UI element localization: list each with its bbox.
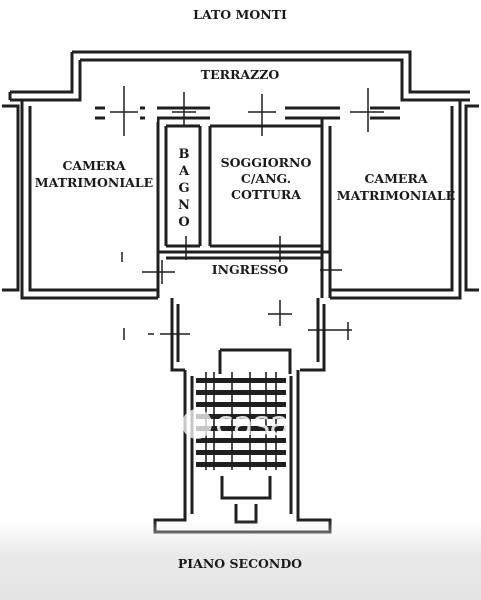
room-label-bedroom-left-line1: CAMERA xyxy=(62,158,126,173)
bottom-fade xyxy=(0,520,481,600)
exterior-walls xyxy=(2,50,479,300)
watermark-logo-icon xyxy=(182,409,212,439)
room-label-bathroom: B A G N O xyxy=(176,146,192,231)
room-label-bathroom-char: A xyxy=(178,164,190,179)
room-label-bedroom-left-line2: MATRIMONIALE xyxy=(34,175,154,190)
room-label-living-line1: SOGGIORNO xyxy=(220,155,312,170)
floor-label: PIANO SECONDO xyxy=(177,556,303,571)
room-label-bedroom-right-line1: CAMERA xyxy=(364,171,428,186)
room-label-bedroom-right: CAMERA MATRIMONIALE xyxy=(330,170,462,204)
orientation-label: LATO MONTI xyxy=(193,7,287,22)
watermark: casa.it xyxy=(182,404,321,444)
room-label-bathroom-char: O xyxy=(178,215,190,230)
room-label-entrance: INGRESSO xyxy=(211,262,289,277)
staircase xyxy=(196,372,286,470)
room-label-bathroom-char: N xyxy=(178,198,190,213)
room-label-bedroom-left: CAMERA MATRIMONIALE xyxy=(28,157,160,191)
openings xyxy=(105,104,370,122)
room-label-terrace: TERRAZZO xyxy=(200,67,280,82)
room-label-bathroom-char: B xyxy=(178,147,190,162)
watermark-text: casa.it xyxy=(215,404,321,444)
room-label-bedroom-right-line2: MATRIMONIALE xyxy=(336,188,456,203)
room-label-living-line3: COTTURA xyxy=(231,187,301,202)
room-label-living: SOGGIORNO C/ANG. COTTURA xyxy=(212,155,320,203)
opening-marks xyxy=(110,86,384,340)
room-label-living-line2: C/ANG. xyxy=(240,171,292,186)
room-label-bathroom-char: G xyxy=(178,181,190,196)
